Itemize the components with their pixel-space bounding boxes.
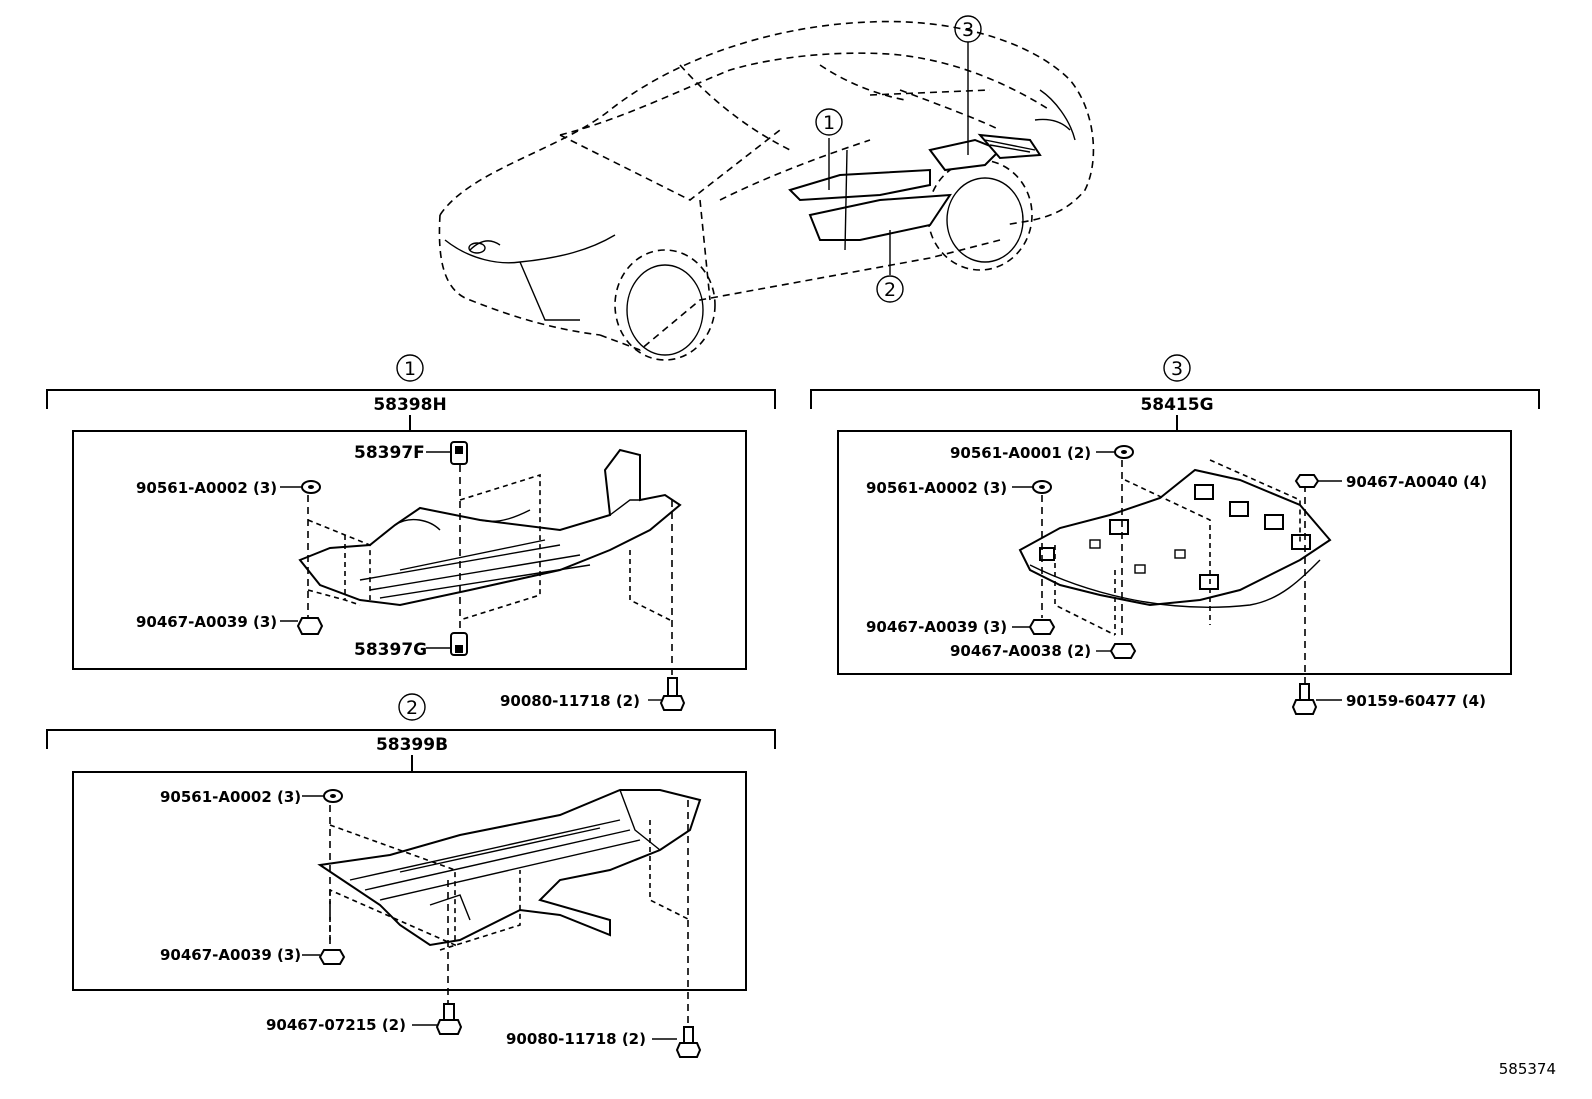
car-overview-illustration: 1 3 2: [438, 15, 1095, 361]
group-3-part-nut-bottom-2: 90467-A0038 (2): [950, 642, 1091, 660]
group-2-part-nut-bottom-left: 90467-A0039 (3): [160, 946, 301, 964]
group-2-under-cover-assembly: 2 58399B: [46, 693, 776, 1058]
bolt-icon: [435, 1003, 463, 1035]
overview-callout-1: 1: [823, 112, 835, 134]
group-2-part-bolt-center: 90467-07215 (2): [266, 1016, 406, 1034]
nut-icon: [318, 949, 346, 965]
nut-icon: [1114, 445, 1134, 459]
nut-icon: [1109, 643, 1137, 659]
group-3-part-nut-right: 90467-A0040 (4): [1346, 473, 1487, 491]
group-2-part-bolt-right: 90080-11718 (2): [506, 1030, 646, 1048]
clip-icon: [450, 441, 468, 465]
nut-icon: [1028, 619, 1056, 635]
group-3-part-nut-top: 90561-A0001 (2): [950, 444, 1091, 462]
group-2-under-cover: [317, 789, 702, 947]
group-3-callout: 3: [1171, 358, 1183, 380]
group-2-part-nut-top-left: 90561-A0002 (3): [160, 788, 301, 806]
group-1-assembly-number: 58398H: [373, 395, 446, 415]
group-1-part-bolt: 90080-11718 (2): [500, 692, 640, 710]
group-3-engine-under-cover: [1018, 468, 1332, 607]
group-1-part-clip-top: 58397F: [354, 443, 425, 463]
bolt-icon: [659, 677, 686, 711]
group-3-part-bolt: 90159-60477 (4): [1346, 692, 1486, 710]
group-3-assembly-number: 58415G: [1140, 395, 1213, 415]
group-2-callout: 2: [406, 697, 418, 719]
group-1-part-nut-bottom-left: 90467-A0039 (3): [136, 613, 277, 631]
group-1-part-clip-bottom: 58397G: [354, 640, 427, 660]
overview-callout-2: 2: [884, 279, 896, 301]
group-3-part-nut-bottom-1: 90467-A0039 (3): [866, 618, 1007, 636]
bolt-icon: [675, 1026, 702, 1058]
clip-icon: [450, 632, 468, 656]
illustration-id: 585374: [1499, 1060, 1556, 1078]
group-1-fender-liner-assembly: 1 58398H: [46, 354, 776, 711]
group-1-callout: 1: [404, 358, 416, 380]
nut-icon: [323, 789, 343, 803]
group-2-assembly-number: 58399B: [376, 735, 448, 755]
nut-icon: [1294, 474, 1320, 488]
nut-icon: [1032, 480, 1052, 494]
group-1-under-cover: [298, 448, 682, 607]
group-1-part-nut-top-left: 90561-A0002 (3): [136, 479, 277, 497]
nut-icon: [301, 480, 321, 494]
overview-callout-3: 3: [962, 19, 974, 41]
group-3-part-nut-second: 90561-A0002 (3): [866, 479, 1007, 497]
group-3-engine-under-cover-assembly: 3 58415G: [810, 354, 1540, 715]
nut-icon: [296, 617, 324, 635]
bolt-icon: [1291, 683, 1318, 715]
